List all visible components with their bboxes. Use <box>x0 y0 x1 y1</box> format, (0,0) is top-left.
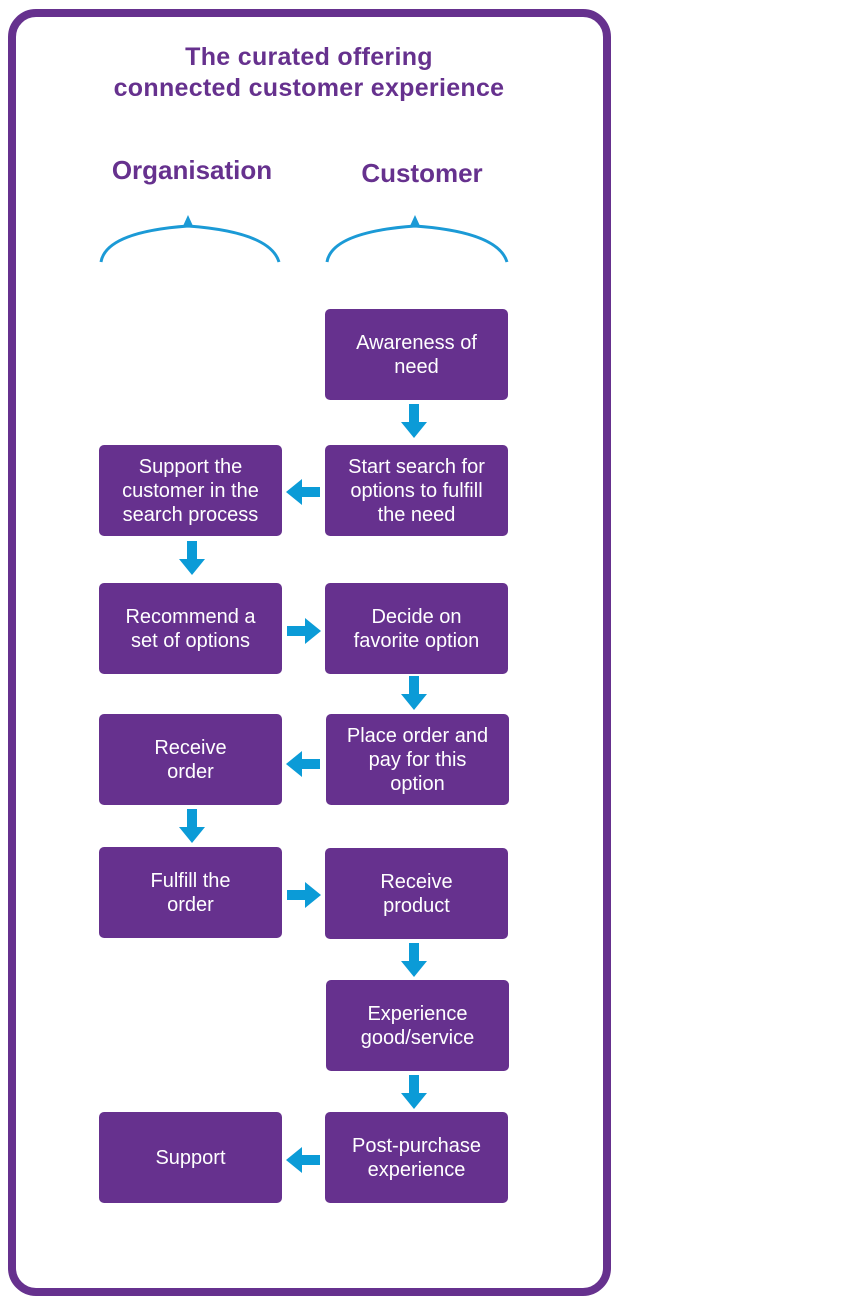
arrow-down-icon <box>401 1075 427 1109</box>
step-support-search-process: Support the customer in the search proce… <box>99 445 282 536</box>
step-awareness-of-need: Awareness of need <box>325 309 508 400</box>
arrow-right-icon <box>287 882 321 908</box>
arrow-down-icon <box>401 943 427 977</box>
arrow-left-icon <box>286 751 320 777</box>
customer-brace <box>325 215 509 263</box>
step-start-search: Start search for options to fulfill the … <box>325 445 508 536</box>
arrow-down-icon <box>179 809 205 843</box>
diagram-title-line-2: connected customer experience <box>113 74 505 102</box>
step-place-order-and-pay: Place order and pay for this option <box>326 714 509 805</box>
arrow-down-icon <box>179 541 205 575</box>
step-decide-favorite-option: Decide on favorite option <box>325 583 508 674</box>
arrow-right-icon <box>287 618 321 644</box>
arrow-down-icon <box>401 404 427 438</box>
step-receive-product: Receive product <box>325 848 508 939</box>
diagram-title-line-1: The curated offering <box>185 43 433 71</box>
step-support: Support <box>99 1112 282 1203</box>
column-header-customer: Customer <box>361 158 483 188</box>
column-header-organisation: Organisation <box>111 155 273 185</box>
step-fulfill-order: Fulfill the order <box>99 847 282 938</box>
step-post-purchase-experience: Post-purchase experience <box>325 1112 508 1203</box>
step-recommend-options: Recommend a set of options <box>99 583 282 674</box>
step-experience-good-service: Experience good/service <box>326 980 509 1071</box>
arrow-left-icon <box>286 479 320 505</box>
organisation-brace <box>99 215 281 263</box>
arrow-down-icon <box>401 676 427 710</box>
step-receive-order: Receive order <box>99 714 282 805</box>
arrow-left-icon <box>286 1147 320 1173</box>
diagram-frame <box>8 9 611 1296</box>
